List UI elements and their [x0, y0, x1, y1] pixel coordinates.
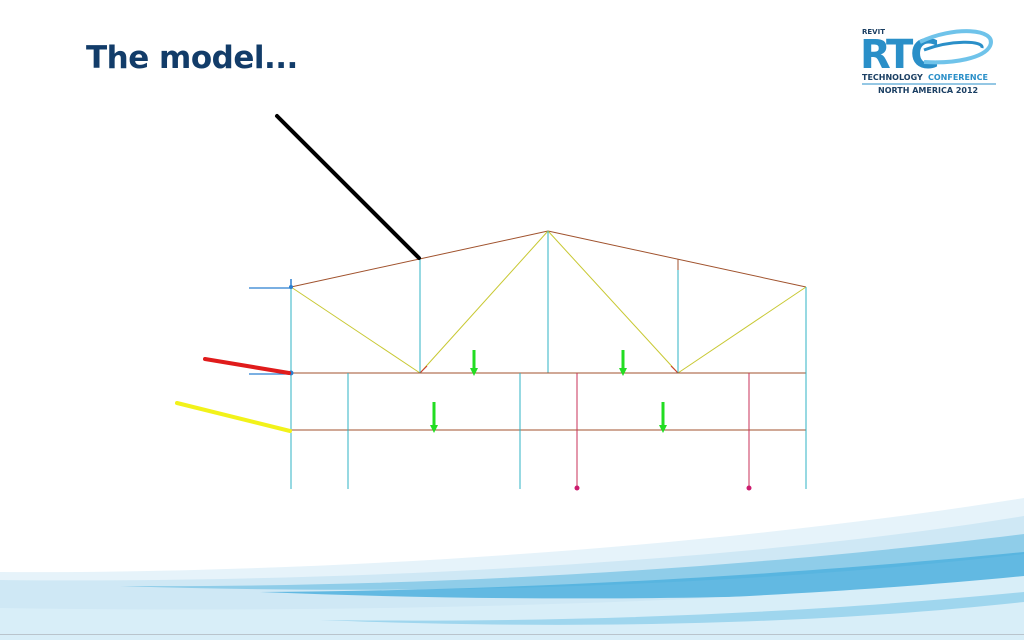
pointer-yellow — [175, 401, 292, 433]
level-marker-dot — [289, 285, 293, 289]
web-diagonal — [419, 230, 549, 374]
pointer-red — [203, 357, 291, 375]
web-diagonal — [290, 286, 421, 374]
load-arrow-icon — [619, 350, 627, 376]
support-point — [746, 485, 752, 491]
slide-title: The model... — [86, 40, 298, 76]
bottom-rule — [0, 634, 1024, 635]
logo-swoosh-inner-icon — [923, 40, 984, 52]
logo-swoosh-icon — [919, 29, 993, 65]
load-arrow-icon — [659, 402, 667, 433]
support-point — [574, 485, 580, 491]
web-joint-mark — [419, 365, 428, 374]
logo-revit-text: REVIT — [862, 28, 885, 36]
decorative-swoosh — [0, 498, 1024, 640]
top-chord-right — [547, 230, 807, 288]
logo-region-text: NORTH AMERICA 2012 — [878, 86, 978, 95]
load-arrow-icon — [470, 350, 478, 376]
rtc-logo: REVIT RTC TECHNOLOGY CONFERENCE NORTH AM… — [860, 28, 996, 95]
web-diagonal — [547, 230, 679, 374]
web-joint-mark — [670, 365, 679, 374]
web-diagonal — [677, 286, 807, 374]
pointer-black — [275, 114, 421, 260]
logo-conference-text: CONFERENCE — [928, 73, 988, 82]
logo-technology-text: TECHNOLOGY — [862, 73, 923, 82]
load-arrow-icon — [430, 402, 438, 433]
